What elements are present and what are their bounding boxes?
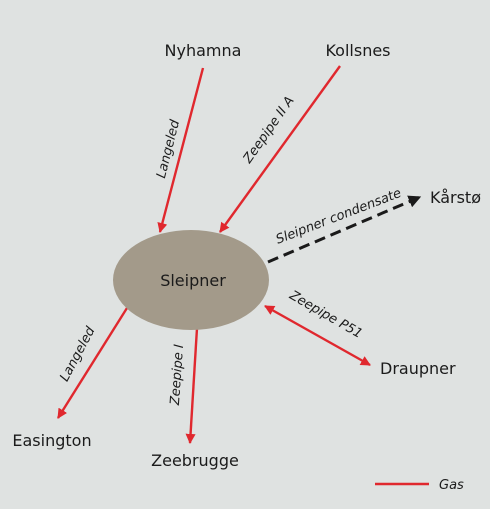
label-zeepipe-i: Zeepipe I [168,344,187,407]
node-zeebrugge: Zeebrugge [151,451,239,470]
pipeline-sleipner-condensate [267,195,422,264]
pipeline-zeepipe-iia [219,65,341,233]
label-zeepipe-p51: Zeepipe P51 [286,288,365,342]
node-kollsnes: Kollsnes [325,41,390,60]
label-langeled-north: Langeled [154,118,183,180]
label-langeled-south: Langeled [57,324,99,384]
hub-sleipner [113,230,269,330]
hub-label: Sleipner [160,271,226,290]
legend-gas-label: Gas [439,478,464,493]
node-easington: Easington [12,431,91,450]
node-karsto: Kårstø [430,188,481,207]
pipeline-zeepipe-p51 [264,304,371,367]
label-sleipner-condensate: Sleipner condensate [274,186,404,248]
node-nyhamna: Nyhamna [165,41,242,60]
pipeline-langeled-north [157,67,205,233]
pipeline-langeled-south [56,307,129,419]
node-draupner: Draupner [380,359,456,378]
pipeline-zeepipe-i [185,327,199,445]
label-zeepipe-iia: Zeepipe II A [240,94,298,167]
legend: Gas [375,478,464,493]
